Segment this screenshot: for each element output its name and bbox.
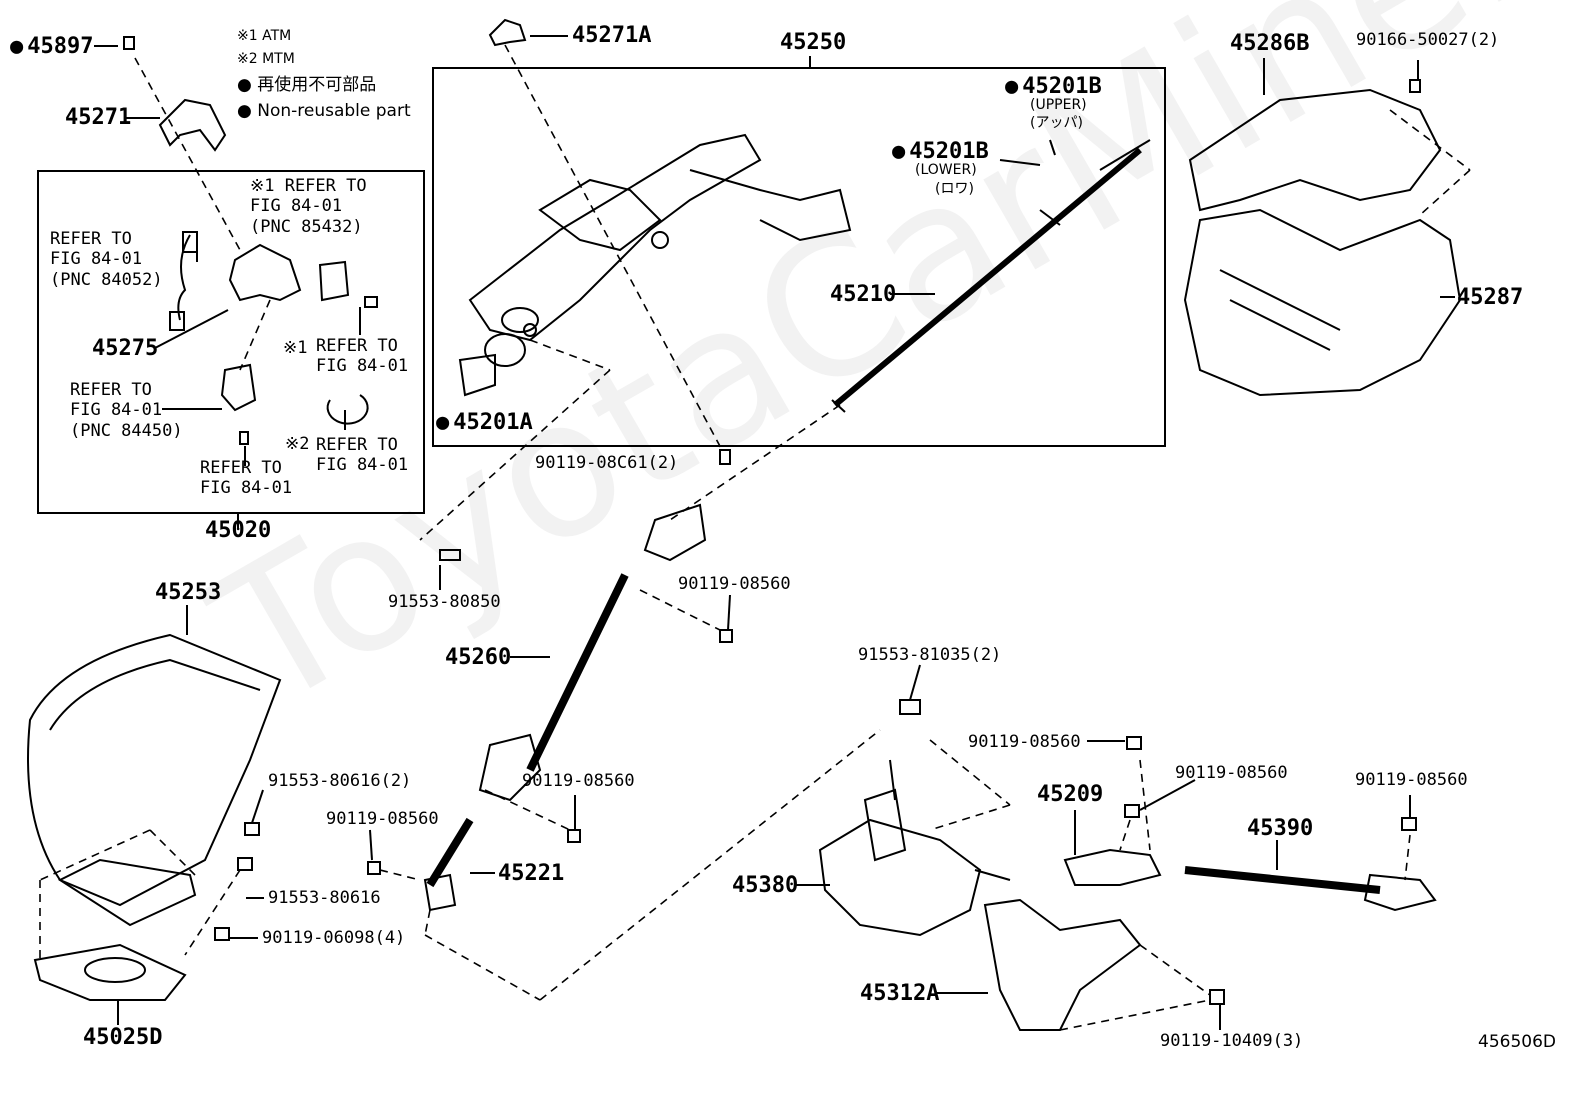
cover-45253-drawing	[27, 633, 282, 927]
diagram-code: 456506D	[1478, 1032, 1556, 1052]
part-label-45201B-upper[interactable]: 45201B	[1005, 76, 1101, 98]
part-label-45897[interactable]: 45897	[10, 36, 93, 58]
leader-lines	[94, 35, 1455, 1030]
shaft-45210-drawing	[831, 139, 1151, 413]
refer-note-lock: REFER TO FIG 84-01	[200, 458, 293, 499]
part-label-90119-06098[interactable]: 90119-06098(4)	[262, 928, 406, 948]
part-label-45209[interactable]: 45209	[1037, 782, 1104, 807]
refer-note-pnc-84450: REFER TO FIG 84-01 (PNC 84450)	[70, 380, 183, 441]
label-lower: (LOWER)	[915, 162, 977, 178]
part-label-91553-81035[interactable]: 91553-81035(2)	[858, 645, 1002, 665]
part-label-45253[interactable]: 45253	[155, 580, 222, 605]
steering-column-drawing	[458, 133, 852, 397]
legend-non-reusable-jp: ● 再使用不可部品	[237, 75, 377, 95]
column-cover-drawing	[1183, 88, 1462, 397]
shaft-45390-drawing	[1184, 866, 1437, 912]
refer-note-pnc-84052: REFER TO FIG 84-01 (PNC 84052)	[50, 229, 163, 290]
part-label-90119-10409[interactable]: 90119-10409(3)	[1160, 1031, 1304, 1051]
switch-assembly-drawing	[169, 231, 369, 425]
part-label-90119-08560-gearbox[interactable]: 90119-08560	[968, 732, 1081, 752]
legend-non-reusable-en: ● Non-reusable part	[237, 101, 411, 121]
part-label-90166-50027[interactable]: 90166-50027(2)	[1356, 30, 1500, 50]
part-label-45221[interactable]: 45221	[498, 861, 565, 886]
bolts	[123, 36, 1421, 1005]
part-label-45020[interactable]: 45020	[205, 518, 272, 543]
part-label-45250[interactable]: 45250	[780, 30, 847, 55]
label-upper: (UPPER)	[1030, 97, 1087, 113]
part-label-90119-08560-joint-45209[interactable]: 90119-08560	[1175, 763, 1288, 783]
part-label-90119-08560-lower-joint[interactable]: 90119-08560	[522, 771, 635, 791]
part-label-45025D[interactable]: 45025D	[83, 1025, 163, 1050]
part-label-45271[interactable]: 45271	[65, 105, 132, 130]
refer-note-mtm-mark: ※2	[285, 434, 310, 454]
part-label-45271A[interactable]: 45271A	[572, 23, 652, 48]
group-box-45020	[37, 170, 425, 514]
part-label-45390[interactable]: 45390	[1247, 816, 1314, 841]
part-label-91553-80616-2[interactable]: 91553-80616(2)	[268, 771, 412, 791]
dashed-lines	[39, 44, 1471, 1031]
refer-note-mtm: REFER TO FIG 84-01	[316, 435, 409, 476]
part-label-45380[interactable]: 45380	[732, 873, 799, 898]
part-label-45287[interactable]: 45287	[1457, 285, 1524, 310]
clip-45271A-drawing	[488, 18, 527, 47]
part-label-45201A[interactable]: 45201A	[436, 412, 532, 434]
joint-45209-drawing	[1063, 848, 1162, 886]
label-upper-jp: (アッパ)	[1030, 115, 1083, 131]
part-label-91553-80616[interactable]: 91553-80616	[268, 888, 381, 908]
part-label-45312A[interactable]: 45312A	[860, 981, 940, 1006]
part-label-90119-08C61[interactable]: 90119-08C61(2)	[535, 453, 679, 473]
bracket-45312A-drawing	[983, 898, 1142, 1031]
part-label-90119-08560-upper-joint[interactable]: 90119-08560	[678, 574, 791, 594]
refer-note-atm: REFER TO FIG 84-01	[316, 336, 409, 377]
legend-note-2: ※2 MTM	[237, 51, 295, 67]
clamp-45271-drawing	[158, 98, 227, 152]
part-label-91553-80850[interactable]: 91553-80850	[388, 592, 501, 612]
label-lower-jp: (ロワ)	[935, 181, 974, 197]
part-label-45260[interactable]: 45260	[445, 645, 512, 670]
part-label-45286B[interactable]: 45286B	[1230, 31, 1310, 56]
refer-note-pnc-85432: ※1 REFER TO FIG 84-01 (PNC 85432)	[250, 176, 367, 237]
group-box-45250	[432, 67, 1166, 447]
part-label-45210[interactable]: 45210	[830, 282, 897, 307]
refer-note-atm-mark: ※1	[283, 338, 308, 358]
gearbox-45380-drawing	[818, 759, 1011, 937]
part-label-45201B-lower[interactable]: 45201B	[892, 141, 988, 163]
part-label-90119-08560-shaft-45390[interactable]: 90119-08560	[1355, 770, 1468, 790]
part-label-90119-08560-lower-left[interactable]: 90119-08560	[326, 809, 439, 829]
legend-note-1: ※1 ATM	[237, 28, 292, 44]
part-label-45275[interactable]: 45275	[92, 336, 159, 361]
plate-45025D-drawing	[33, 943, 187, 1001]
intermediate-shaft-drawing	[423, 503, 707, 912]
